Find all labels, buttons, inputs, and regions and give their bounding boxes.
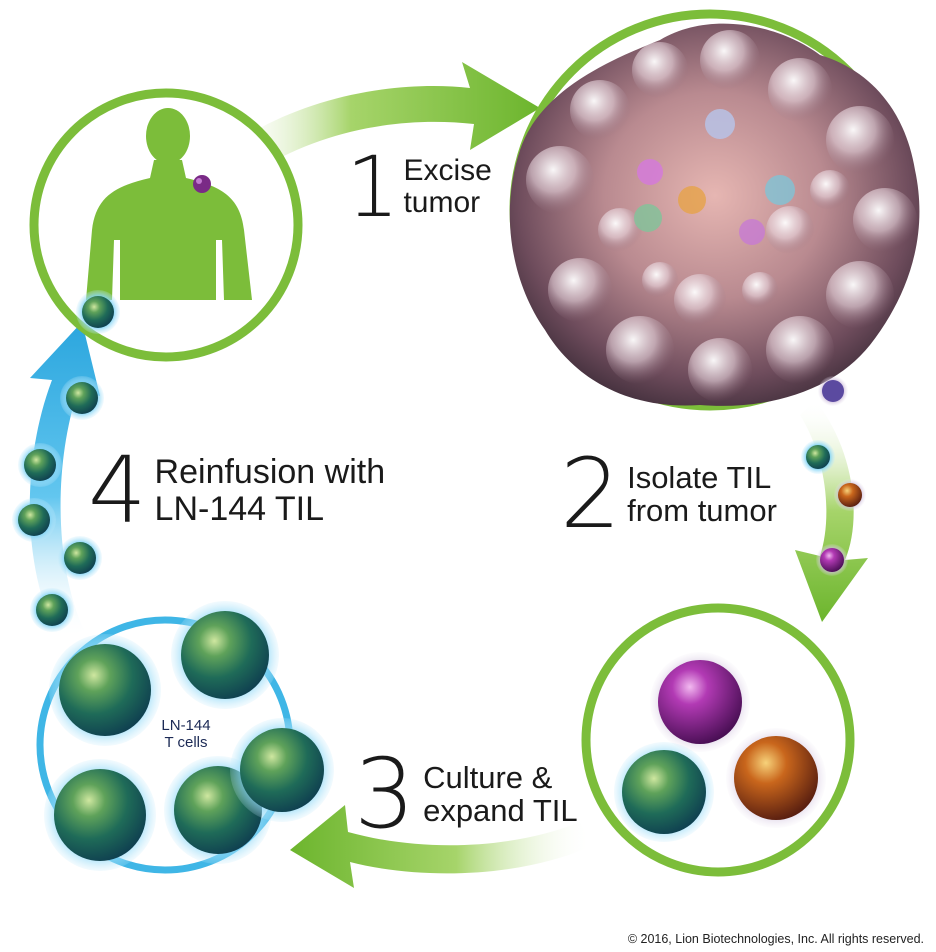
tumor-icon <box>509 23 920 406</box>
step-4-label-line1: Reinfusion with <box>154 453 386 492</box>
step-4-label: Reinfusion with LN-144 TIL <box>155 454 386 527</box>
step-3-label-line2: expand TIL <box>423 793 578 828</box>
arrow-culture <box>290 805 592 888</box>
step-1-excise: 1 Excise tumor <box>346 145 492 229</box>
step-3-label-line1: Culture & <box>423 759 553 795</box>
step-2-isolate: 2 Isolate TIL from tumor <box>560 446 777 542</box>
human-silhouette-icon <box>86 108 252 300</box>
t-cells-label-line2: T cells <box>164 734 208 752</box>
til-cell-icon <box>614 652 826 842</box>
tumor-spot-icon <box>193 175 211 193</box>
step-1-label-line2: tumor <box>403 186 481 219</box>
copyright-notice: © 2016, Lion Biotechnologies, Inc. All r… <box>627 932 924 946</box>
step-2-label-line1: Isolate TIL <box>627 459 772 495</box>
arrow-excise <box>225 62 540 175</box>
step-1-number: 1 <box>346 138 400 236</box>
arrow-isolate <box>795 400 868 622</box>
isolated-cells <box>801 376 866 576</box>
t-cells-label: LN-144 T cells <box>146 717 226 752</box>
step-4-reinfusion: 4 Reinfusion with LN-144 TIL <box>88 445 385 537</box>
t-cells-label-line1: LN-144 <box>161 717 211 734</box>
step-4-label-line2: LN-144 TIL <box>154 490 325 528</box>
step-4-number: 4 <box>88 437 147 544</box>
reinfused-cells <box>12 290 120 632</box>
step-2-label-line2: from tumor <box>627 493 777 528</box>
step-2-label: Isolate TIL from tumor <box>627 459 777 528</box>
expanded-t-cells <box>44 601 334 871</box>
step-1-label-line1: Excise <box>403 153 492 187</box>
step-1-label: Excise tumor <box>403 153 492 220</box>
step-3-culture: 3 Culture & expand TIL <box>354 746 578 842</box>
step-3-label: Culture & expand TIL <box>423 759 578 828</box>
step-3-number: 3 <box>354 738 416 850</box>
arrow-reinfusion <box>29 322 100 640</box>
step-2-number: 2 <box>560 438 622 550</box>
